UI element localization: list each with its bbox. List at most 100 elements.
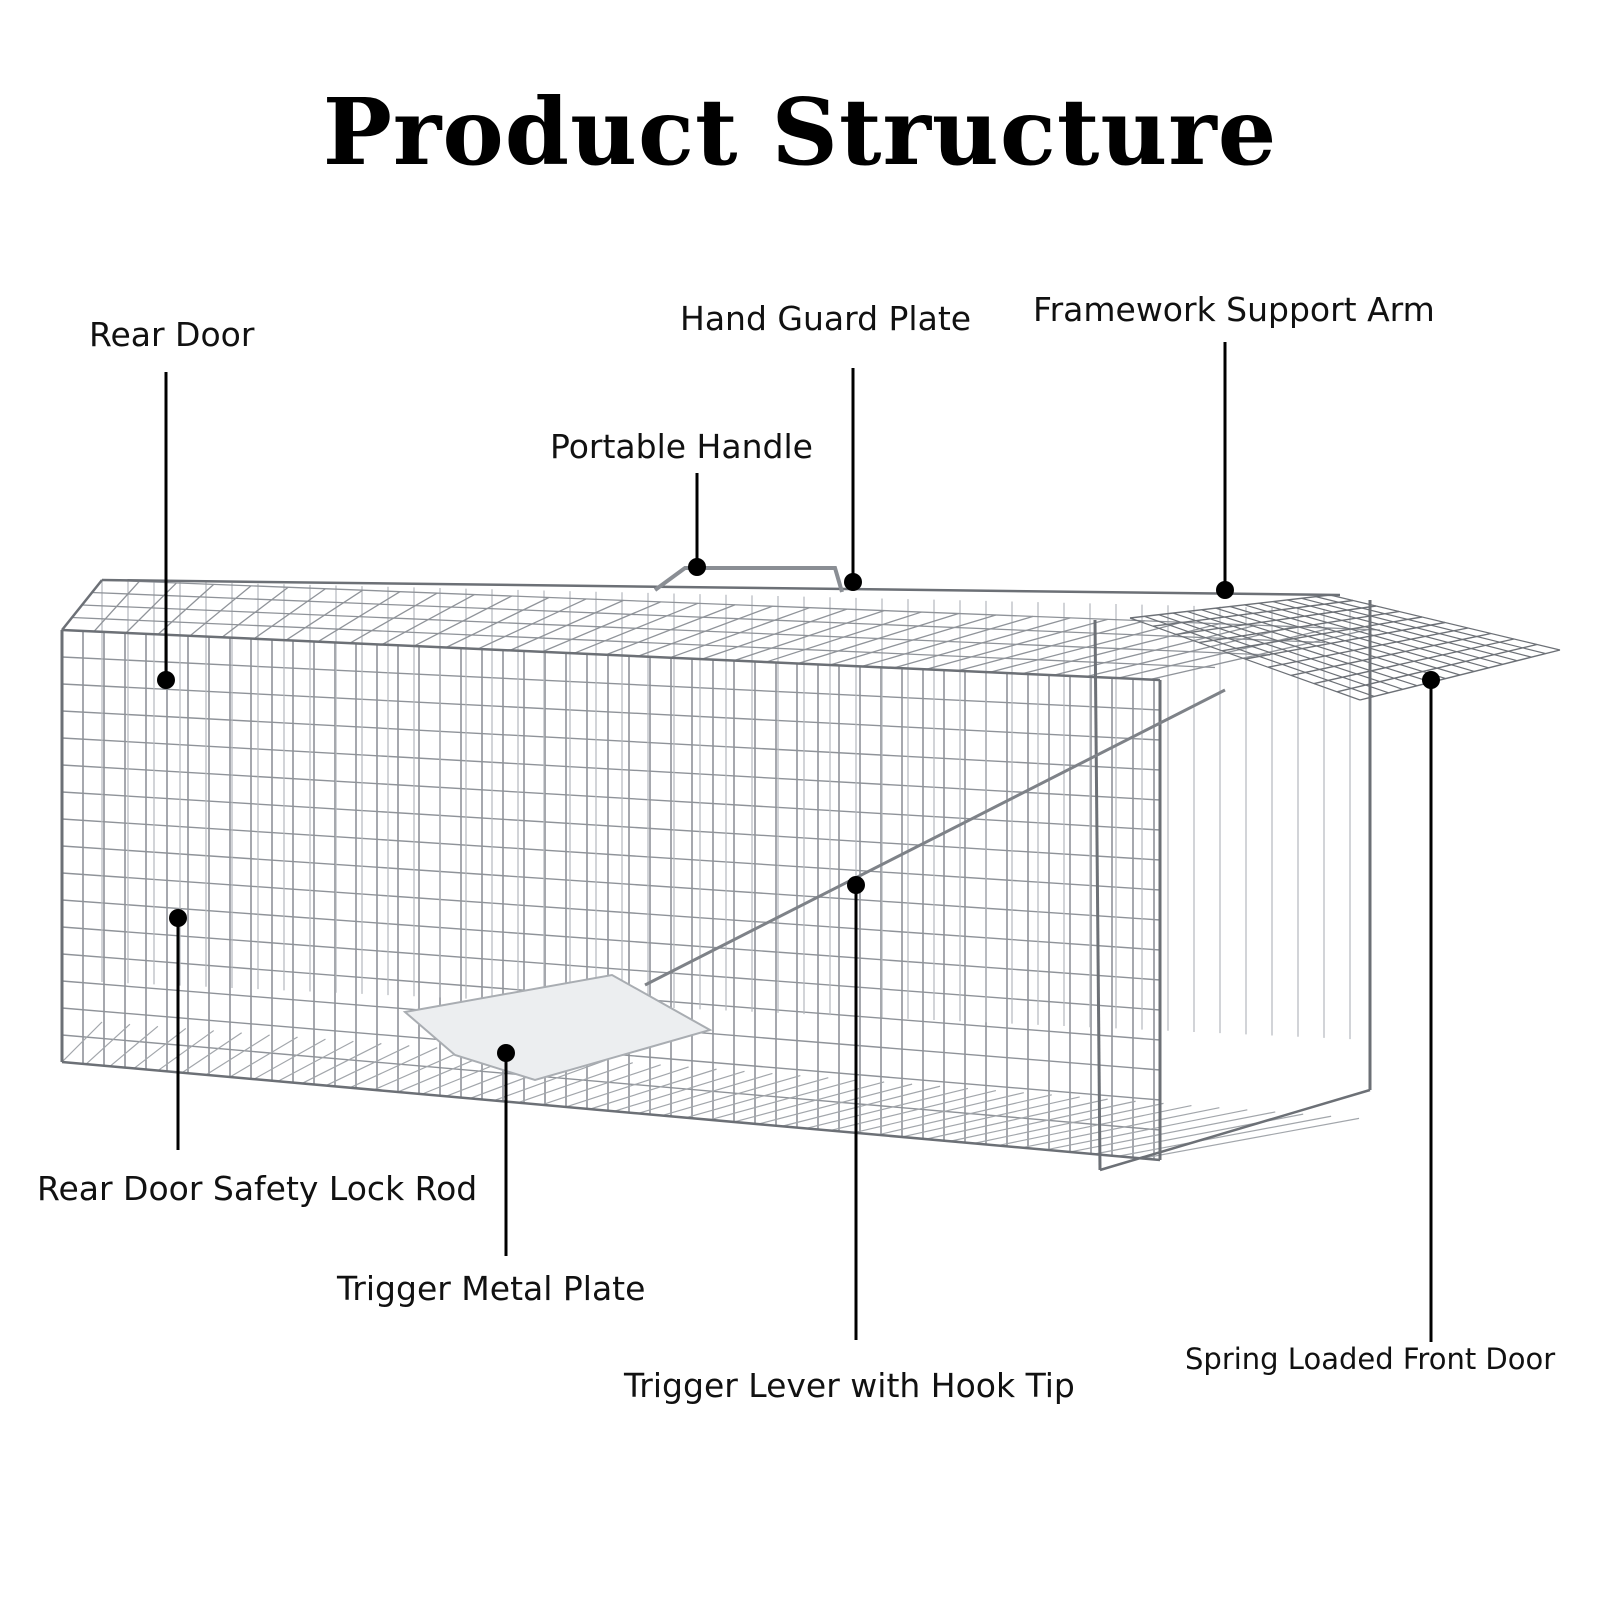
cage-wire: [61, 818, 1161, 891]
page-title: Product Structure: [322, 78, 1278, 186]
label-hand-guard-plate: Hand Guard Plate: [680, 299, 972, 338]
cage-wire: [61, 656, 1161, 711]
front-door-wire: [1186, 610, 1418, 687]
cage-wire: [829, 1089, 997, 1132]
front-door-wire: [1301, 597, 1532, 658]
cage-wire: [733, 1081, 885, 1123]
dot-portable-handle: [688, 558, 706, 576]
cage-wire: [109, 1025, 159, 1067]
cage-wire: [1045, 1109, 1248, 1151]
cage-wire: [901, 1096, 1080, 1138]
portable-handle-shape: [653, 566, 844, 593]
trigger-metal-plate-shape: [402, 973, 713, 1082]
cage-wire: [709, 1079, 857, 1121]
cage-wire: [157, 1030, 215, 1072]
cage-wire: [277, 1040, 354, 1082]
label-rear-door: Rear Door: [89, 315, 255, 354]
cage-wire: [781, 1085, 941, 1127]
cage-wire: [685, 1077, 829, 1119]
front-door-wire: [1158, 614, 1389, 694]
wire-cage-illustration: [60, 578, 1381, 1172]
cage-wire: [1141, 1117, 1360, 1159]
front-door-wire: [1272, 600, 1504, 665]
cage-wire: [325, 1045, 410, 1087]
dot-rear-door-safety-lock-rod: [169, 909, 187, 927]
cage-wire: [61, 926, 1161, 1011]
cage-wire: [61, 1021, 103, 1063]
cage-wire: [1069, 1111, 1276, 1153]
front-door-wire: [1229, 605, 1461, 676]
leader-lines: [164, 342, 1433, 1342]
cage-wire: [81, 604, 1271, 656]
cage-wire: [301, 1042, 382, 1084]
cage-wire: [973, 1102, 1164, 1144]
label-trigger-lever-with-hook-tip: Trigger Lever with Hook Tip: [624, 1366, 1075, 1405]
cage-wire: [565, 1066, 689, 1108]
dot-hand-guard-plate: [844, 573, 862, 591]
cage-wire: [877, 1094, 1052, 1136]
cage-wire: [253, 1038, 326, 1080]
cage-wire: [61, 683, 1161, 741]
cage-wire: [757, 1083, 913, 1125]
cage-wire: [101, 579, 1381, 631]
label-trigger-metal-plate: Trigger Metal Plate: [337, 1269, 646, 1308]
front-door-wire: [1329, 594, 1561, 651]
cage-wire: [71, 616, 1216, 669]
cage-wire: [205, 1034, 270, 1076]
cage-wire: [613, 1070, 745, 1112]
front-door-wire: [1215, 607, 1446, 680]
cage-wire: [61, 845, 1161, 921]
cage-wire: [61, 791, 1161, 861]
label-framework-support-arm: Framework Support Arm: [1033, 290, 1435, 329]
cage-wire: [61, 737, 1161, 801]
cage-wire: [853, 1092, 1024, 1134]
cage-wire: [181, 1032, 243, 1074]
dot-trigger-metal-plate: [497, 1044, 515, 1062]
cage-wire: [61, 872, 1161, 951]
front-door-wire: [1244, 604, 1475, 673]
front-door-wire: [1315, 596, 1546, 655]
front-door-wire: [1144, 615, 1375, 697]
dot-rear-door: [157, 671, 175, 689]
front-door-wire: [1286, 599, 1518, 662]
cage-wire: [61, 628, 1161, 682]
cage-wire: [1117, 1115, 1332, 1157]
cage-wire: [91, 591, 1326, 644]
cage-wire: [61, 579, 103, 631]
cage-wire: [805, 1087, 969, 1129]
spring-loaded-front-door-shape: [1129, 594, 1561, 701]
cage-wire: [61, 899, 1161, 981]
dot-spring-loaded-front-door: [1422, 671, 1440, 689]
cage-wire: [949, 1100, 1136, 1142]
dot-framework-support-arm: [1216, 581, 1234, 599]
cage-wire: [493, 1059, 606, 1102]
cage-wire: [229, 1036, 298, 1078]
cage-wire: [61, 1060, 1161, 1162]
cage-wire: [1093, 619, 1102, 1171]
cage-wire: [349, 1047, 438, 1089]
label-rear-door-safety-lock-rod: Rear Door Safety Lock Rod: [37, 1169, 478, 1208]
cage-wire: [541, 1064, 661, 1106]
front-door-wire: [1201, 609, 1432, 683]
cage-wire: [1099, 1088, 1371, 1172]
label-spring-loaded-front-door: Spring Loaded Front Door: [1185, 1342, 1556, 1376]
cage-wire: [61, 764, 1161, 831]
cage-wire: [85, 1023, 131, 1065]
cage-wire: [1021, 1107, 1220, 1149]
front-door-wire: [1129, 617, 1361, 701]
label-portable-handle: Portable Handle: [550, 427, 813, 466]
cage-wire: [589, 1068, 717, 1110]
trigger-lever-wire: [644, 688, 1226, 987]
callout-dots: [157, 558, 1440, 1062]
cage-wire: [517, 1062, 633, 1104]
cage-wire: [101, 578, 1341, 597]
cage-wire: [925, 1098, 1108, 1140]
front-door-wire: [1258, 602, 1489, 669]
front-door-wire: [1172, 612, 1404, 690]
cage-wire: [373, 1049, 466, 1091]
cage-wire: [661, 1074, 801, 1117]
cage-wire: [61, 710, 1161, 771]
cage-wire: [637, 1072, 773, 1114]
